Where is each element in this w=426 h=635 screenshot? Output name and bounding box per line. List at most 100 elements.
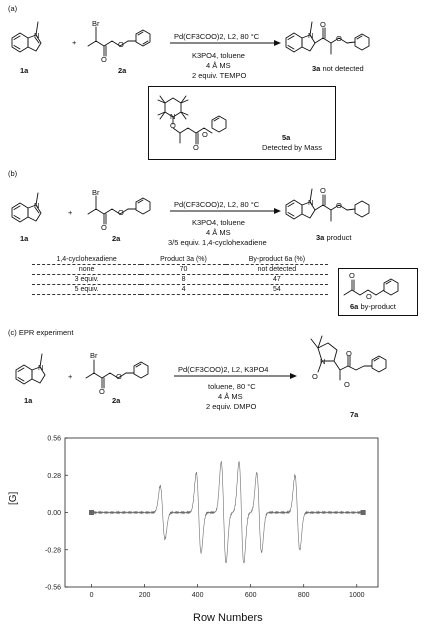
n-atom-5a: N (170, 112, 176, 121)
reagent-2a-label-b: 2a (112, 234, 121, 243)
o-atom-6a-1: O (349, 271, 355, 280)
n-atom-1a-c: N (38, 363, 44, 372)
bromoester-2a-structure (87, 26, 151, 57)
table-header-additive: 1,4-cyclohexadiene (32, 255, 142, 265)
condition-b-1: Pd(CF3COO)2, L2, 80 °C (174, 200, 260, 209)
indole-1a-structure-b (11, 192, 42, 223)
condition-a-2: K3PO4, toluene (192, 51, 245, 60)
o-radical-7a: O (312, 372, 318, 381)
table-cell: 54 (225, 284, 328, 295)
product-3a-label-b: 3a (316, 233, 325, 242)
reagent-1a-label-a: 1a (20, 66, 29, 75)
n-atom-7a: N (320, 357, 326, 366)
tempo-adduct-box (148, 86, 336, 160)
bromoester-2a-structure-c (85, 359, 149, 389)
n-atom-3a-a: N (308, 31, 314, 40)
table-cell: 4 (141, 284, 226, 295)
n-atom-3a-b: N (308, 198, 314, 207)
condition-a-3: 4 Å MS (206, 61, 231, 70)
x-tick-label: 0 (90, 592, 94, 599)
reagent-2a-label-c: 2a (112, 396, 121, 405)
x-tick-label: 600 (245, 592, 257, 599)
condition-b-3: 4 Å MS (206, 228, 231, 237)
product-3a-status-a: not detected (322, 64, 364, 73)
product-3a-structure-a (285, 21, 370, 55)
y-tick-label: 0.56 (47, 436, 61, 443)
o-atom-3a-a2: O (336, 34, 342, 43)
dmpo-adduct-7a-structure (310, 335, 387, 381)
o-atom-c1: O (99, 387, 105, 396)
n-atom-1a-b: N (34, 201, 40, 210)
byproduct-6a-label: 6a (350, 302, 359, 311)
x-axis-label: Row Numbers (193, 612, 263, 624)
o-atom-5a-1: O (170, 121, 176, 130)
x-tick-label: 1000 (349, 592, 365, 599)
x-tick-label: 200 (139, 592, 151, 599)
bromoester-2a-structure-b (87, 195, 151, 225)
indole-1a-structure (11, 21, 42, 53)
endpoint-marker (89, 510, 95, 515)
panel-c-label: (c) EPR experiment (8, 328, 74, 337)
x-tick-label: 800 (298, 592, 310, 599)
y-tick-label: 0.00 (47, 510, 61, 517)
product-3a-caption-a: 3a not detected (312, 64, 364, 73)
table-row: 5 equiv. 4 54 (32, 284, 328, 295)
panel-a-label: (a) (8, 4, 18, 13)
condition-b-4: 3/5 equiv. 1,4-cyclohexadiene (168, 238, 267, 247)
plus-sign-c: + (68, 372, 73, 381)
o-atom-3a-a: O (320, 20, 326, 29)
o-atom-7a-1: O (346, 349, 352, 358)
o-atom-a1: O (101, 55, 107, 64)
br-atom-a: Br (92, 19, 100, 28)
br-atom-b: Br (92, 188, 100, 197)
x-tick-label: 400 (192, 592, 204, 599)
epr-spectrum-line (91, 460, 364, 564)
o-atom-b2: O (118, 208, 124, 217)
y-tick-label: 0.28 (47, 473, 61, 480)
table-cell: 47 (225, 274, 328, 285)
table-cell: not detected (225, 264, 328, 275)
o-atom-b1: O (101, 223, 107, 232)
adduct-5a-note: Detected by Mass (262, 143, 323, 152)
condition-c-2: toluene, 80 °C (208, 382, 256, 391)
o-atom-7a-2: O (344, 380, 350, 389)
table-row: 3 equiv. 8 47 (32, 274, 328, 285)
table-header-byproduct: By-product 6a (%) (225, 255, 328, 265)
table-cell: 8 (141, 274, 226, 285)
o-atom-3a-b: O (320, 186, 326, 195)
n-atom-1a: N (34, 31, 40, 40)
product-7a-label: 7a (350, 410, 359, 419)
o-atom-a2: O (118, 40, 124, 49)
table-header-product: Product 3a (%) (141, 255, 226, 265)
table-cell: 70 (141, 264, 226, 275)
br-atom-c: Br (90, 351, 98, 360)
o-atom-6a-2: O (366, 292, 372, 301)
byproduct-box (338, 268, 418, 316)
adduct-5a-label: 5a (282, 133, 291, 142)
results-table: 1,4-cyclohexadiene Product 3a (%) By-pro… (32, 255, 328, 295)
o-atom-5a-3: O (202, 130, 208, 139)
table-row: none 70 not detected (32, 264, 328, 275)
product-3a-label-a: 3a (312, 64, 321, 73)
indole-1a-structure-c (15, 353, 46, 385)
product-3a-structure-b (285, 188, 370, 222)
byproduct-6a-structure (343, 278, 399, 296)
table-cell: 3 equiv. (32, 274, 142, 285)
o-atom-c2: O (116, 372, 122, 381)
panel-b-label: (b) (8, 169, 18, 178)
endpoint-marker (360, 510, 366, 515)
o-atom-5a-2: O (193, 143, 199, 152)
table-cell: 5 equiv. (32, 284, 142, 295)
o-atom-3a-b2: O (336, 201, 342, 210)
product-3a-caption-b: 3a product (316, 233, 351, 242)
y-axis-label: [G] (8, 491, 19, 505)
table-cell: none (32, 264, 142, 275)
reagent-2a-label-a: 2a (118, 66, 127, 75)
condition-c-3: 4 Å MS (218, 392, 243, 401)
reagent-1a-label-c: 1a (24, 396, 33, 405)
plus-sign-b: + (68, 208, 73, 217)
product-3a-status-b: product (326, 233, 352, 242)
byproduct-6a-caption: 6a by-product (350, 302, 396, 311)
